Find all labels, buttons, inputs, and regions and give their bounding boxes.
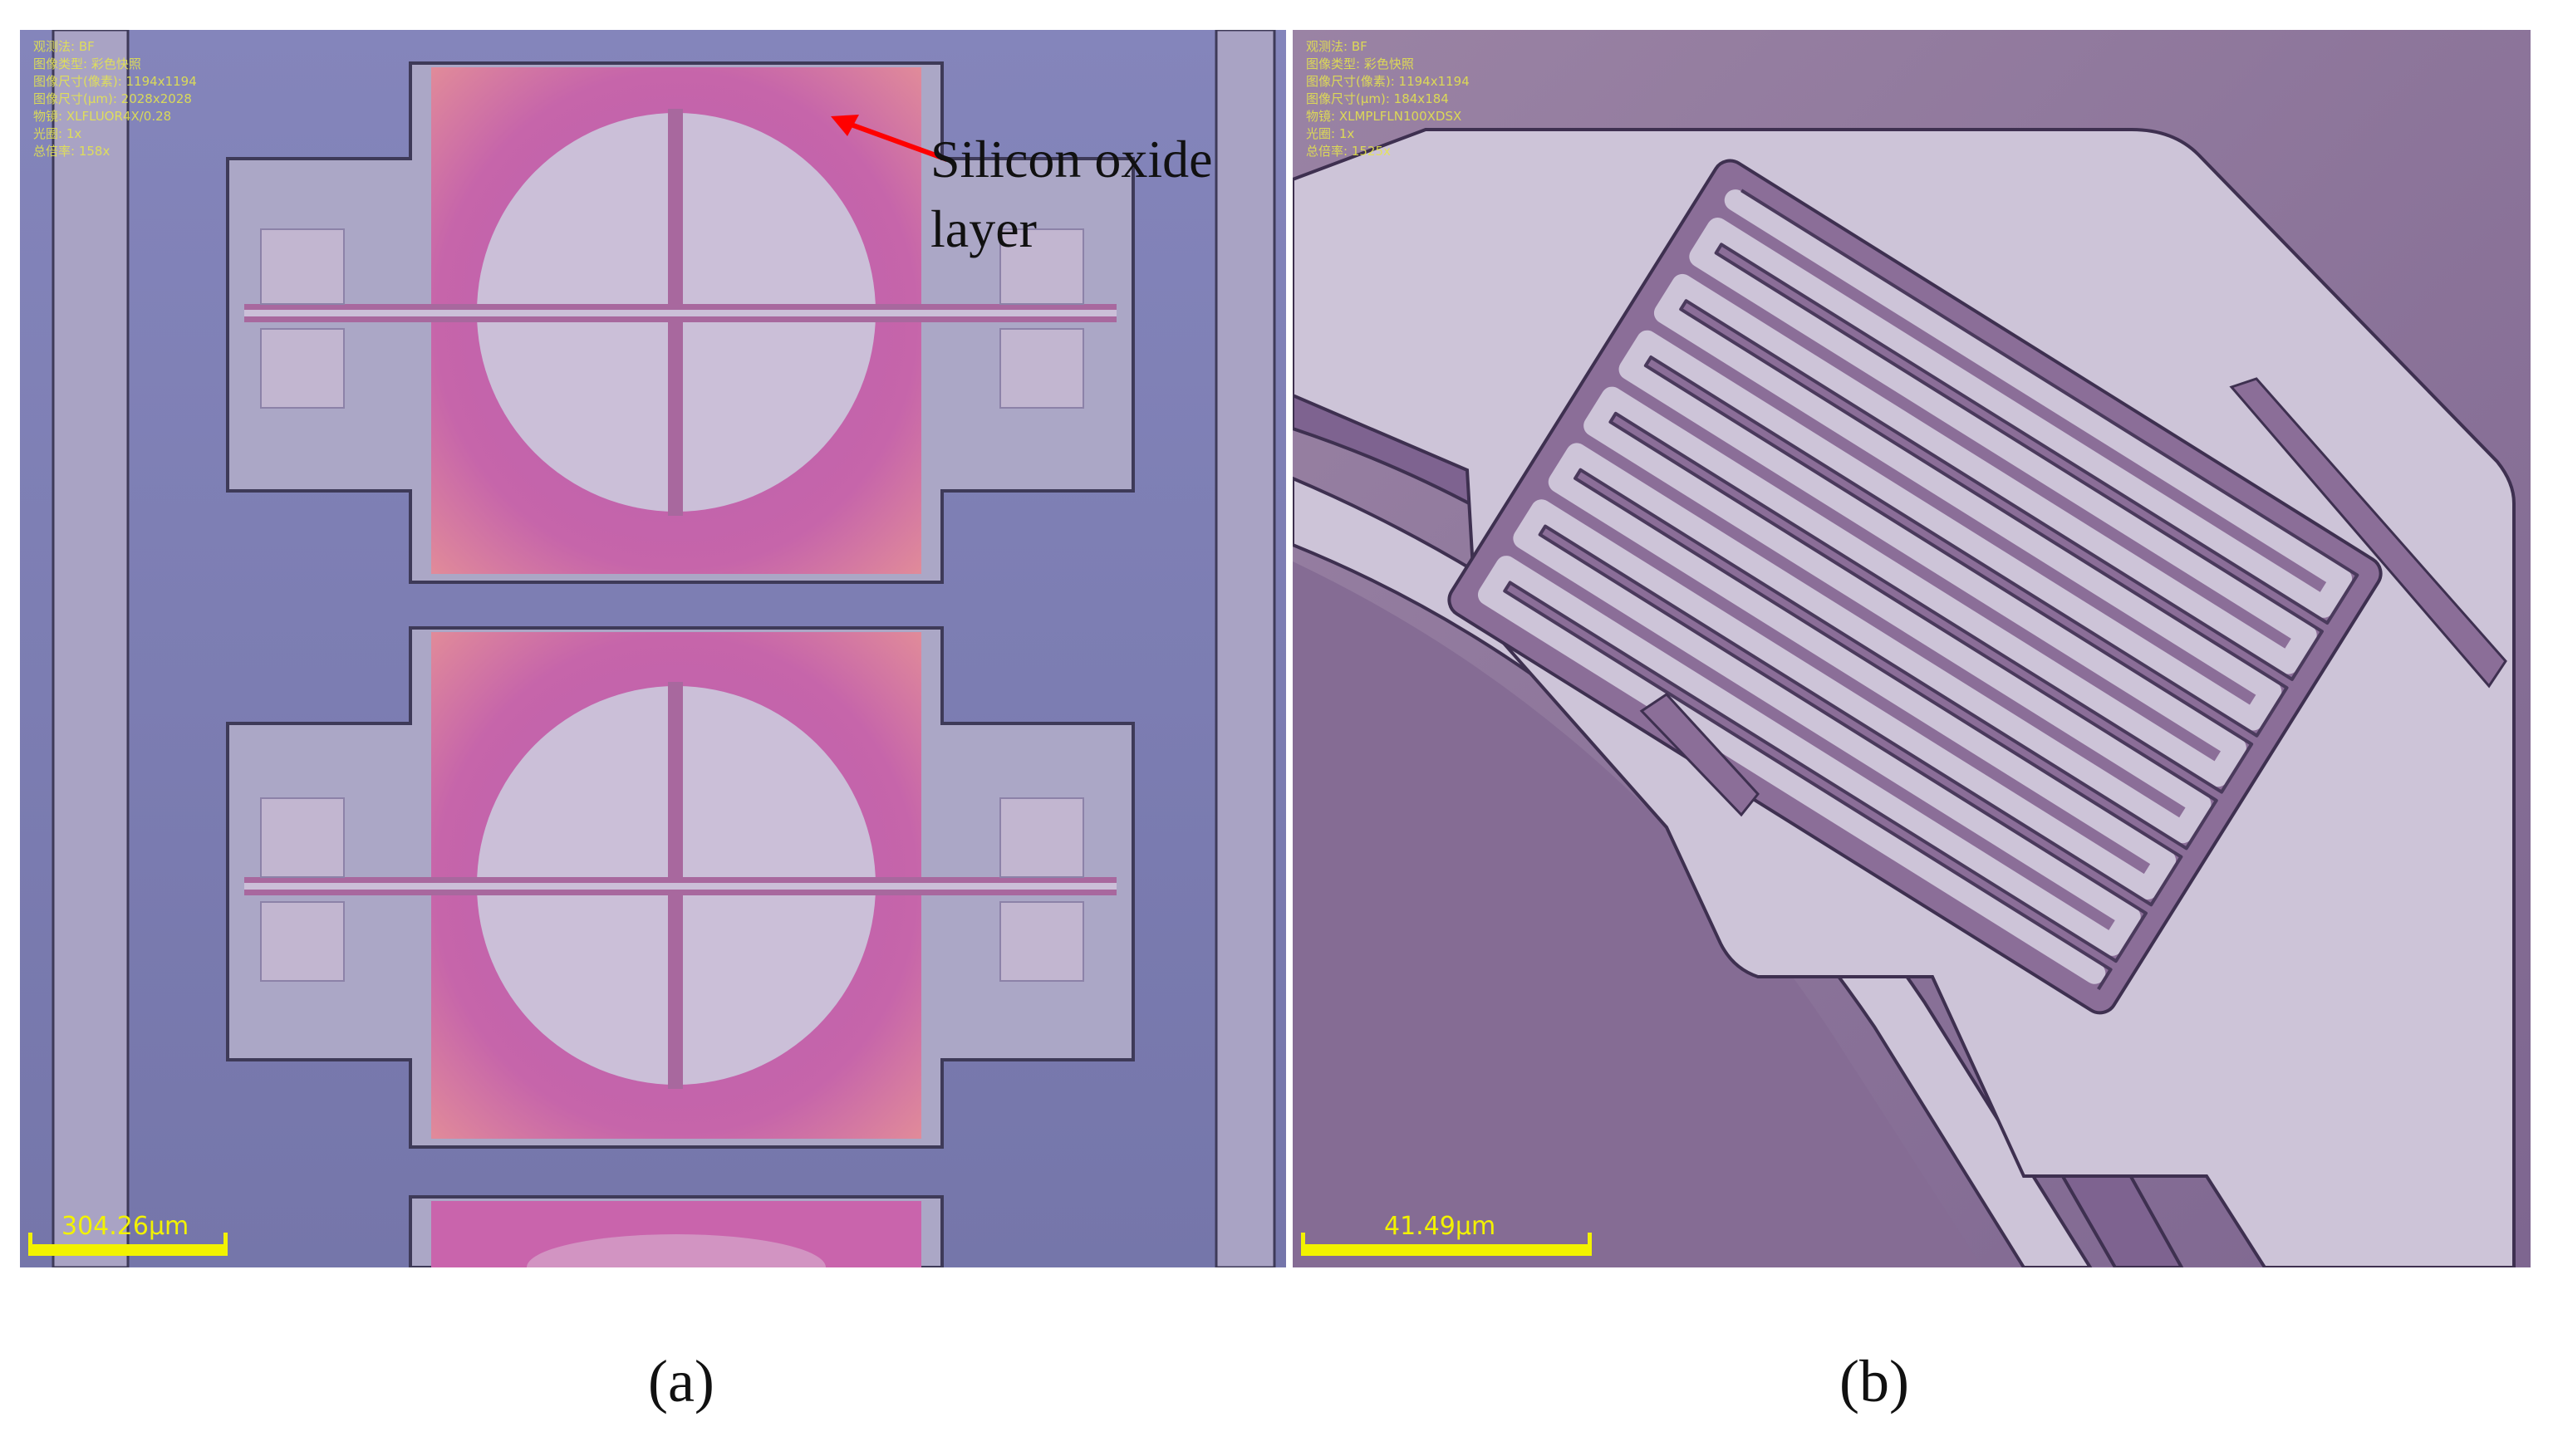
device-2	[226, 626, 1135, 1149]
scale-bar-label: 41.49μm	[1384, 1212, 1496, 1241]
scale-bar-a: 304.26μm	[28, 1206, 228, 1256]
metadata-line: 光圈: 1x	[33, 126, 82, 141]
scale-bar-b: 41.49μm	[1301, 1206, 1592, 1256]
metadata-line: 图像类型: 彩色快照	[1306, 56, 1414, 71]
caption-b: (b)	[1839, 1348, 1909, 1414]
annotation-line-1: Silicon oxide	[930, 130, 1213, 189]
device-1	[226, 61, 1135, 584]
scale-bar-line	[28, 1233, 228, 1256]
micrograph-panel-a: 观测法: BF 图像类型: 彩色快照 图像尺寸(像素): 1194x1194 图…	[20, 30, 1286, 1267]
metadata-line: 图像尺寸(μm): 2028x2028	[33, 91, 192, 106]
scale-bar-label: 304.26μm	[61, 1212, 189, 1241]
metadata-overlay-b: 观测法: BF 图像类型: 彩色快照 图像尺寸(像素): 1194x1194 图…	[1306, 38, 1470, 160]
annotation-label: Silicon oxide layer	[930, 125, 1213, 264]
metadata-line: 总倍率: 158x	[33, 144, 110, 159]
micrograph-panel-b: 观测法: BF 图像类型: 彩色快照 图像尺寸(像素): 1194x1194 图…	[1293, 30, 2531, 1267]
serpentine-resistor	[1447, 159, 2383, 1015]
metadata-line: 图像类型: 彩色快照	[33, 56, 141, 71]
caption-a: (a)	[648, 1348, 714, 1414]
metadata-line: 观测法: BF	[1306, 39, 1367, 54]
chip-layout-image-b	[1293, 30, 2531, 1267]
metadata-line: 光圈: 1x	[1306, 126, 1355, 141]
metadata-line: 图像尺寸(像素): 1194x1194	[1306, 74, 1470, 89]
arrow-icon	[831, 115, 949, 162]
metadata-line: 物镜: XLMPLFLN100XDSX	[1306, 109, 1462, 124]
scale-bar-line	[1301, 1233, 1592, 1256]
device-3	[409, 1195, 944, 1267]
metadata-line: 图像尺寸(μm): 184x184	[1306, 91, 1449, 106]
metadata-overlay-a: 观测法: BF 图像类型: 彩色快照 图像尺寸(像素): 1194x1194 图…	[33, 38, 197, 160]
metadata-line: 图像尺寸(像素): 1194x1194	[33, 74, 197, 89]
metadata-line: 观测法: BF	[33, 39, 95, 54]
chip-layout-image-a	[20, 30, 1286, 1267]
annotation-line-2: layer	[930, 199, 1037, 258]
metadata-line: 总倍率: 1525x	[1306, 144, 1391, 159]
metadata-line: 物镜: XLFLUOR4X/0.28	[33, 109, 172, 124]
